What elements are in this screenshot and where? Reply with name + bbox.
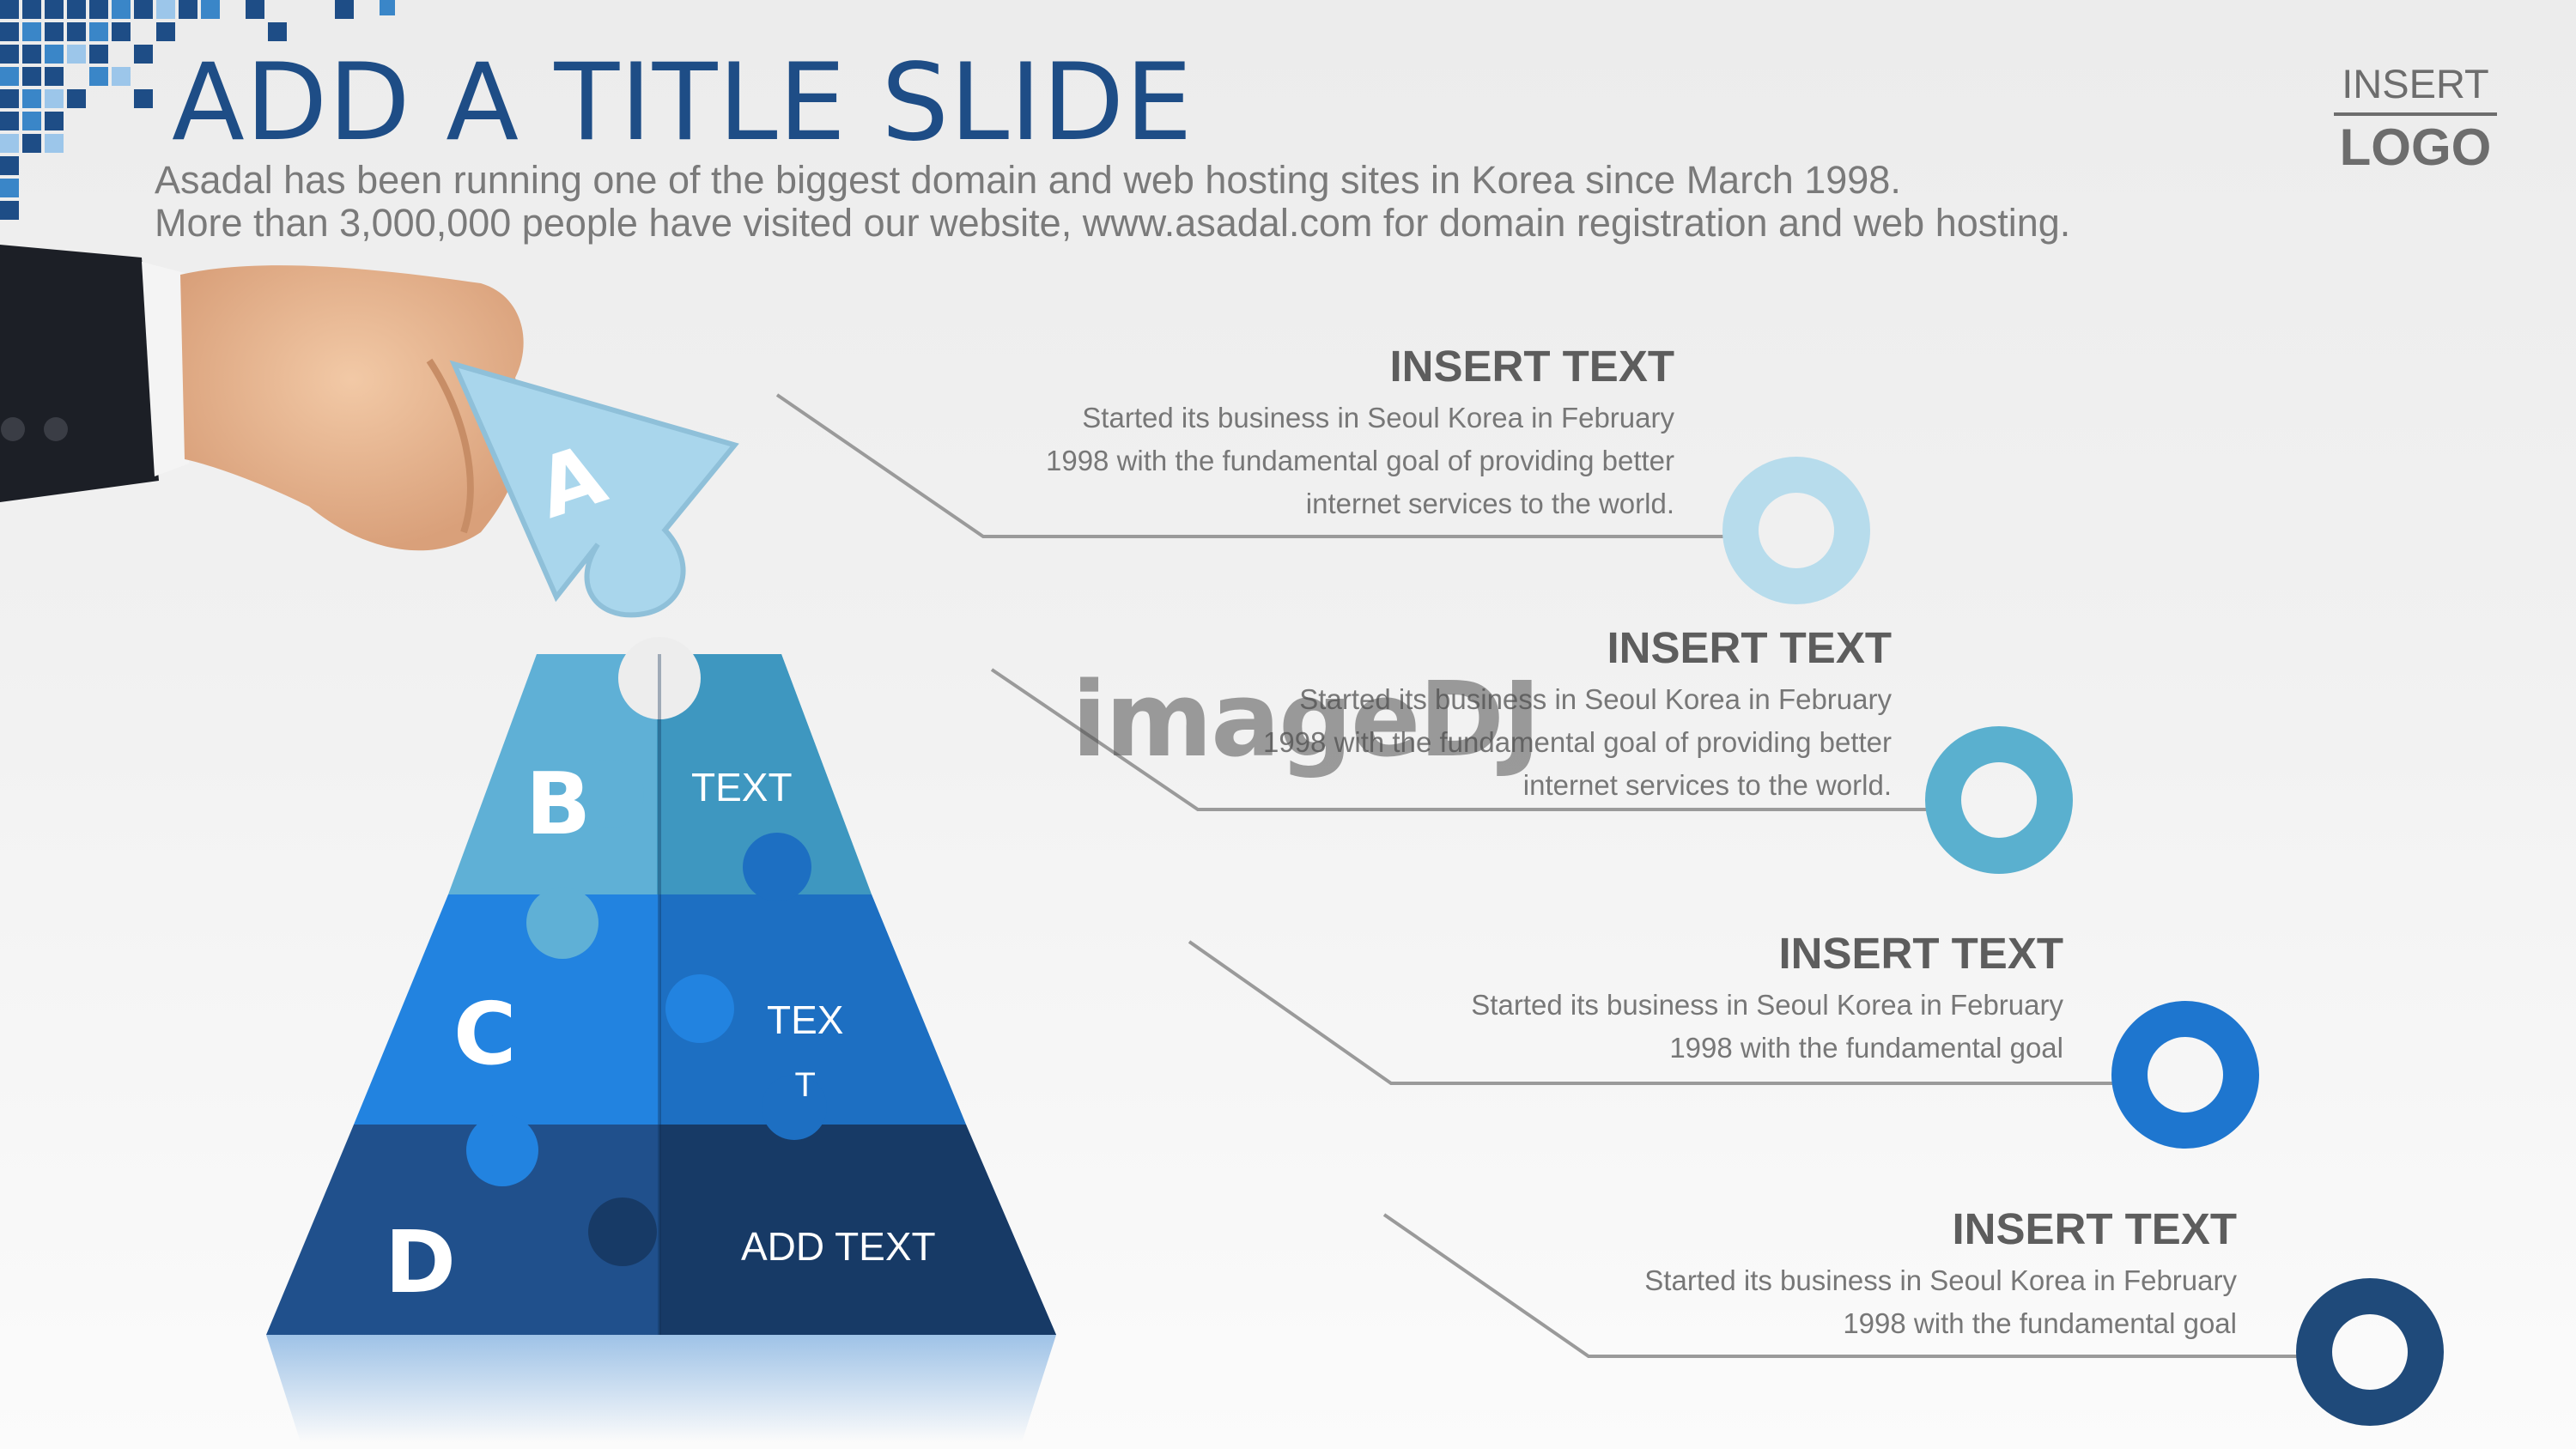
text-block-3-line-1: Started its business in Seoul Korea in F… — [1471, 989, 2063, 1021]
text-block-3-line-2: 1998 with the fundamental goal — [1669, 1032, 2063, 1064]
text-block-2-body: Started its business in Seoul Korea in F… — [1119, 678, 1892, 807]
page-title: ADD A TITLE SLIDE — [172, 41, 1194, 165]
ring-marker-2 — [1925, 726, 2073, 874]
text-block-3: INSERT TEXT Started its business in Seou… — [1291, 929, 2063, 1070]
text-block-2-line-3: internet services to the world. — [1522, 769, 1892, 801]
page-subtitle: Asadal has been running one of the bigge… — [155, 159, 2301, 245]
text-block-4-body: Started its business in Seoul Korea in F… — [1464, 1259, 2237, 1345]
text-block-4-heading: INSERT TEXT — [1952, 1204, 2237, 1253]
text-block-1-line-2: 1998 with the fundamental goal of provid… — [1046, 445, 1674, 476]
text-block-4: INSERT TEXT Started its business in Seou… — [1464, 1204, 2237, 1345]
subtitle-line-1: Asadal has been running one of the bigge… — [155, 158, 1901, 202]
text-block-3-body: Started its business in Seoul Korea in F… — [1291, 984, 2063, 1070]
text-block-4-line-2: 1998 with the fundamental goal — [1843, 1307, 2237, 1339]
text-block-1-body: Started its business in Seoul Korea in F… — [902, 397, 1674, 525]
puzzle-text-c: TEX T — [767, 987, 843, 1118]
logo-line-2: LOGO — [2339, 118, 2492, 176]
puzzle-piece-a — [449, 360, 739, 618]
text-block-1-line-3: internet services to the world. — [1305, 488, 1674, 519]
watermark: imageDJ — [1072, 661, 1541, 780]
text-block-2-line-1: Started its business in Seoul Korea in F… — [1299, 683, 1892, 715]
ring-marker-3 — [2111, 1001, 2259, 1149]
puzzle-label-d: D — [385, 1212, 457, 1313]
puzzle-text-c-line-2: T — [794, 1066, 816, 1104]
logo-line-1: INSERT — [2334, 60, 2497, 116]
text-block-3-heading: INSERT TEXT — [1778, 929, 2063, 978]
pixel-mosaic-decoration — [0, 0, 395, 220]
puzzle-text-d: ADD TEXT — [741, 1224, 936, 1269]
text-block-2: INSERT TEXT Started its business in Seou… — [1119, 623, 1892, 807]
puzzle-text-b: TEXT — [691, 765, 793, 809]
puzzle-pyramid — [266, 637, 1056, 1442]
logo-placeholder: INSERT LOGO — [2334, 60, 2497, 177]
ring-marker-1 — [1722, 457, 1870, 604]
puzzle-text-c-line-1: TEX — [767, 997, 844, 1042]
text-block-2-heading: INSERT TEXT — [1607, 623, 1892, 672]
ring-markers — [1722, 457, 2444, 1426]
ring-marker-4 — [2296, 1278, 2444, 1426]
subtitle-line-2: More than 3,000,000 people have visited … — [155, 201, 2071, 245]
connector-lines — [775, 393, 2301, 1358]
text-block-2-line-2: 1998 with the fundamental goal of provid… — [1263, 726, 1892, 758]
text-block-1-line-1: Started its business in Seoul Korea in F… — [1082, 402, 1674, 433]
hand-graphic — [0, 245, 524, 551]
puzzle-label-c: C — [453, 984, 517, 1084]
text-block-1: INSERT TEXT Started its business in Seou… — [902, 342, 1674, 525]
puzzle-label-b: B — [526, 754, 592, 854]
text-block-4-line-1: Started its business in Seoul Korea in F… — [1644, 1264, 2237, 1296]
text-block-1-heading: INSERT TEXT — [1389, 342, 1674, 391]
